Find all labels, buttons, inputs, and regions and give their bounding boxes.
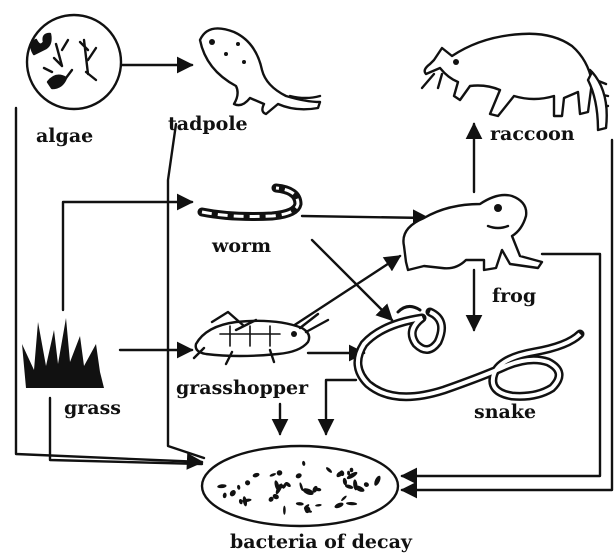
label-grasshopper: grasshopper	[176, 377, 309, 399]
label-snake: snake	[474, 401, 536, 423]
label-algae: algae	[36, 125, 93, 147]
label-grass: grass	[64, 397, 121, 419]
tadpole-icon	[200, 28, 320, 114]
algae-icon	[27, 15, 121, 109]
arrow-grasshopper-to-frog	[290, 256, 400, 328]
grass-icon	[22, 318, 104, 388]
label-raccoon: raccoon	[490, 123, 575, 145]
label-tadpole: tadpole	[168, 113, 248, 135]
label-bacteria-of-decay: bacteria of decay	[230, 531, 413, 553]
bacteria-dish-icon	[202, 446, 398, 526]
arrow-worm-to-frog	[302, 216, 428, 218]
frog-icon	[403, 195, 542, 270]
bacterium-speck	[283, 506, 286, 515]
worm-icon	[202, 188, 298, 217]
arrow-snake-to-bacteria	[326, 380, 356, 434]
arrow-grass-to-worm	[63, 202, 192, 310]
raccoon-icon	[422, 34, 608, 130]
label-frog: frog	[492, 285, 536, 307]
grasshopper-icon	[194, 312, 328, 364]
arrow-worm-to-snake	[312, 240, 392, 320]
arrow-tadpole-to-bacteria	[168, 124, 204, 458]
label-worm: worm	[211, 235, 271, 257]
